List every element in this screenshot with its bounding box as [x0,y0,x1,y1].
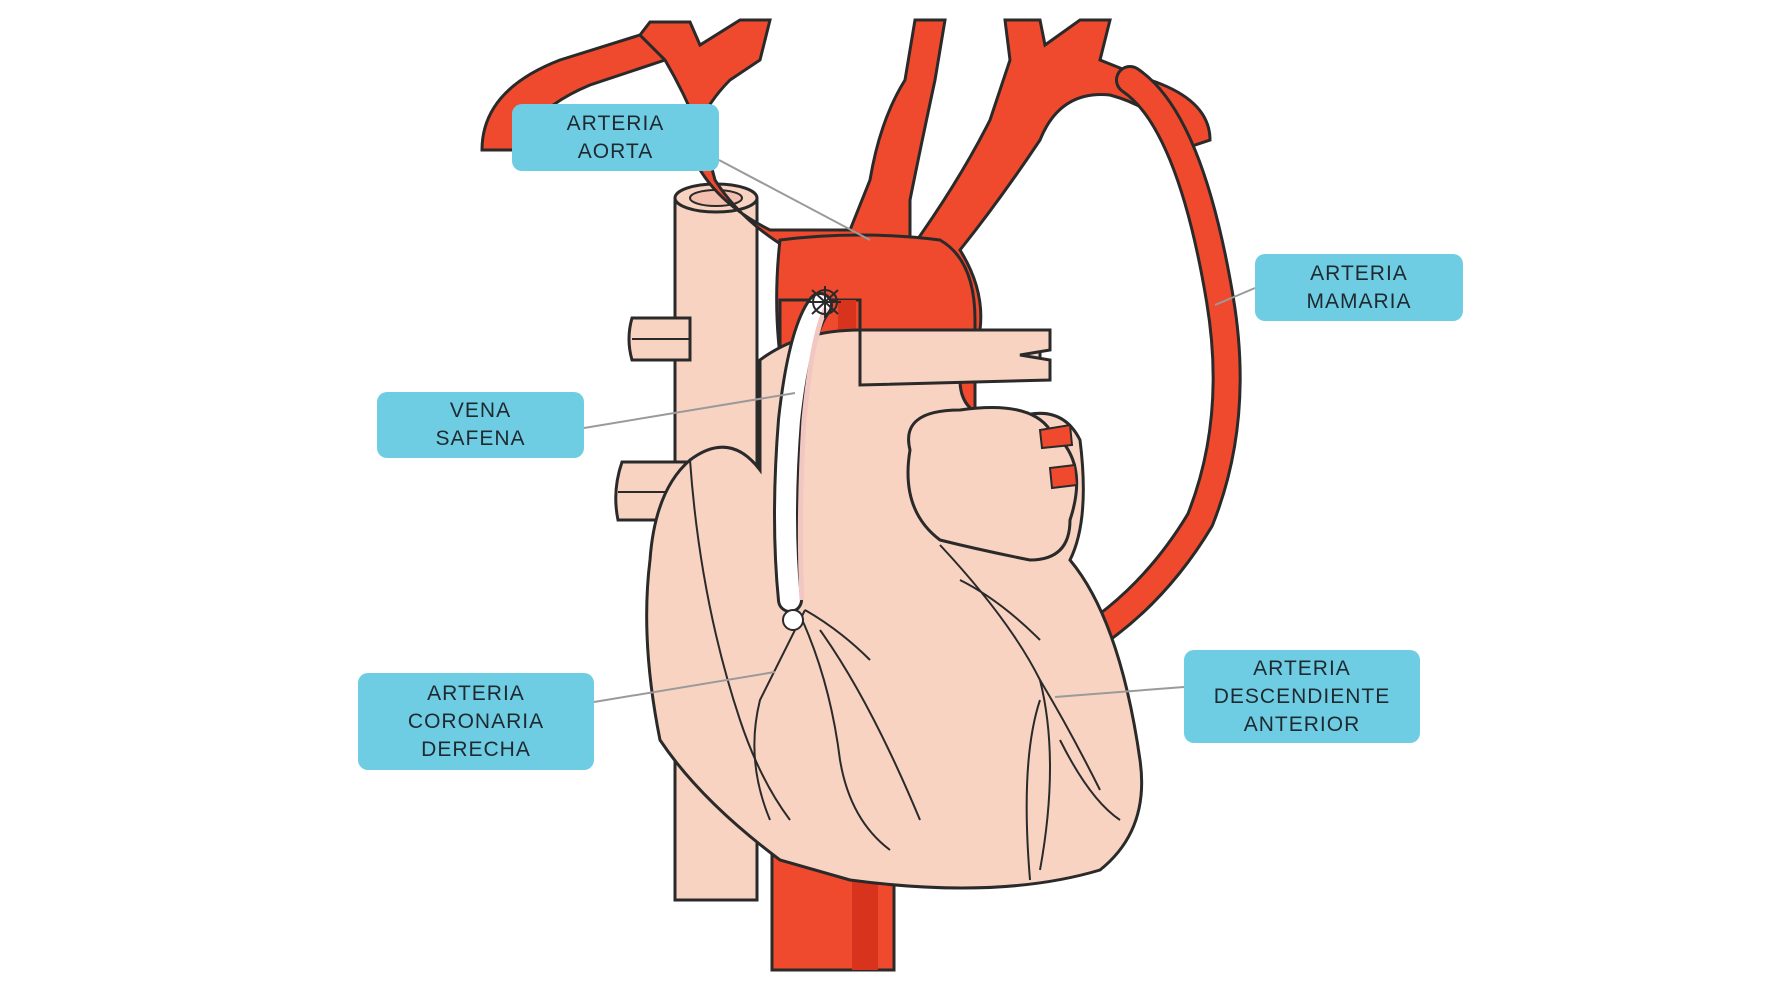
label-line: SAFENA [435,427,526,450]
mammary-artery [1025,65,1242,680]
label-arteria-aorta: ARTERIA AORTA [512,104,719,171]
label-line: CORONARIA [407,709,545,733]
label-line: ARTERIA [566,111,665,135]
leader-line-mamaria [1214,287,1256,306]
coronary-branches [753,579,1121,881]
label-line: MAMARIA [1306,289,1412,313]
label-vena-safena: VENA SAFENA [377,392,584,458]
label-line: ARTERIA [1253,656,1351,680]
label-arteria-descendiente-anterior: ARTERIA DESCENDIENTE ANTERIOR [1184,650,1420,743]
label-arteria-mamaria: ARTERIA MAMARIA [1255,254,1463,321]
leader-line-coronaria [593,671,776,703]
label-line: VENA [449,399,512,422]
label-line: ARTERIA [1310,261,1408,285]
leader-lines [583,159,1256,703]
saphenous-vein-graft [773,286,841,631]
leader-line-aorta [718,159,871,241]
label-line: DERECHA [421,737,531,761]
label-arteria-coronaria-derecha: ARTERIA CORONARIA DERECHA [358,673,594,770]
leader-line-safena [583,392,796,429]
heart [645,328,1144,890]
label-line: AORTA [577,139,654,163]
leader-line-descendiente [1054,686,1185,698]
label-line: DESCENDIENTE [1213,684,1391,708]
label-line: ANTERIOR [1243,712,1361,736]
label-line: ARTERIA [427,681,525,705]
